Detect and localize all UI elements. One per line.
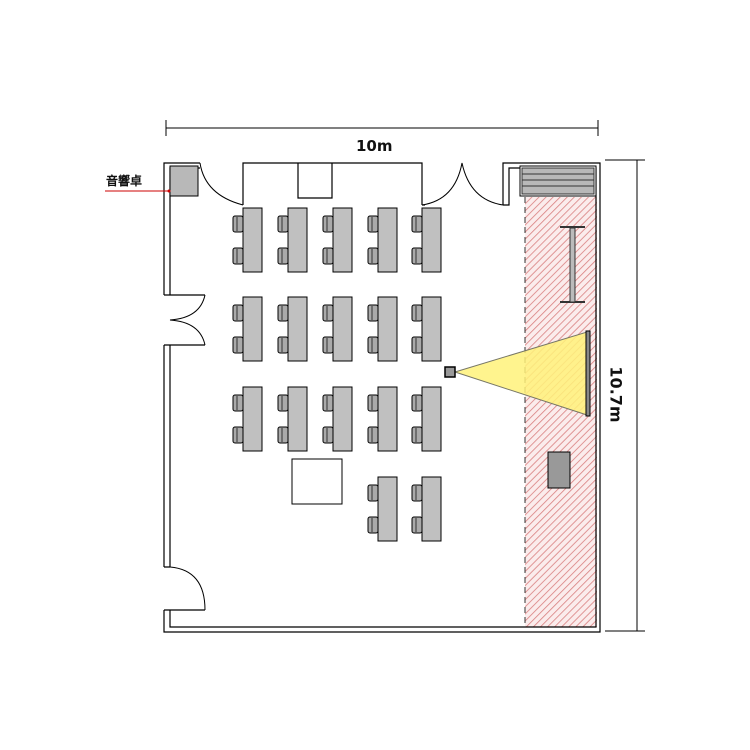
chair <box>232 394 244 412</box>
desk-with-chairs <box>232 296 263 362</box>
chair <box>367 247 379 265</box>
desk-with-chairs <box>322 386 353 452</box>
chair <box>322 247 334 265</box>
chair <box>411 426 423 444</box>
chair <box>232 247 244 265</box>
chair <box>411 336 423 354</box>
chair <box>367 516 379 534</box>
chair <box>367 304 379 322</box>
chair <box>232 426 244 444</box>
desk-with-chairs <box>322 207 353 273</box>
chair <box>322 215 334 233</box>
chair <box>322 426 334 444</box>
chair <box>232 336 244 354</box>
chair <box>367 336 379 354</box>
desk-with-chairs <box>367 476 398 542</box>
chair <box>367 426 379 444</box>
desk-with-chairs <box>367 296 398 362</box>
desk-with-chairs <box>411 386 442 452</box>
desk-with-chairs <box>277 296 308 362</box>
chair <box>322 336 334 354</box>
chair <box>411 304 423 322</box>
desk-with-chairs <box>411 207 442 273</box>
desk-with-chairs <box>367 386 398 452</box>
projector <box>444 366 456 378</box>
chair <box>322 304 334 322</box>
chair <box>277 426 289 444</box>
lectern <box>560 226 585 303</box>
desk-with-chairs <box>232 207 263 273</box>
chair <box>322 394 334 412</box>
chair <box>411 516 423 534</box>
width-label: 10m <box>356 137 393 155</box>
stage-table <box>547 451 571 489</box>
desk-with-chairs <box>411 296 442 362</box>
desk-with-chairs <box>367 207 398 273</box>
height-dimension-line <box>605 159 645 632</box>
desk-with-chairs <box>232 386 263 452</box>
chair <box>232 215 244 233</box>
desk-with-chairs <box>411 476 442 542</box>
chair <box>411 247 423 265</box>
chair <box>367 394 379 412</box>
chair <box>277 336 289 354</box>
sound-desk-label: 音響卓 <box>106 174 143 188</box>
chair <box>232 304 244 322</box>
chair <box>277 215 289 233</box>
desk-with-chairs <box>277 207 308 273</box>
chair <box>277 247 289 265</box>
table-square <box>291 458 343 505</box>
chair <box>411 215 423 233</box>
projection-beam <box>453 331 588 416</box>
chair <box>367 484 379 502</box>
chair <box>411 394 423 412</box>
chair <box>277 394 289 412</box>
doors <box>169 162 504 611</box>
sound-desk <box>169 165 199 197</box>
desk-with-chairs <box>322 296 353 362</box>
width-dimension-line <box>165 120 599 136</box>
projection-screen <box>585 330 591 417</box>
air-vent <box>519 165 597 197</box>
chair <box>367 215 379 233</box>
height-label: 10.7m <box>606 366 626 423</box>
chair <box>277 304 289 322</box>
chair <box>411 484 423 502</box>
desk-with-chairs <box>277 386 308 452</box>
